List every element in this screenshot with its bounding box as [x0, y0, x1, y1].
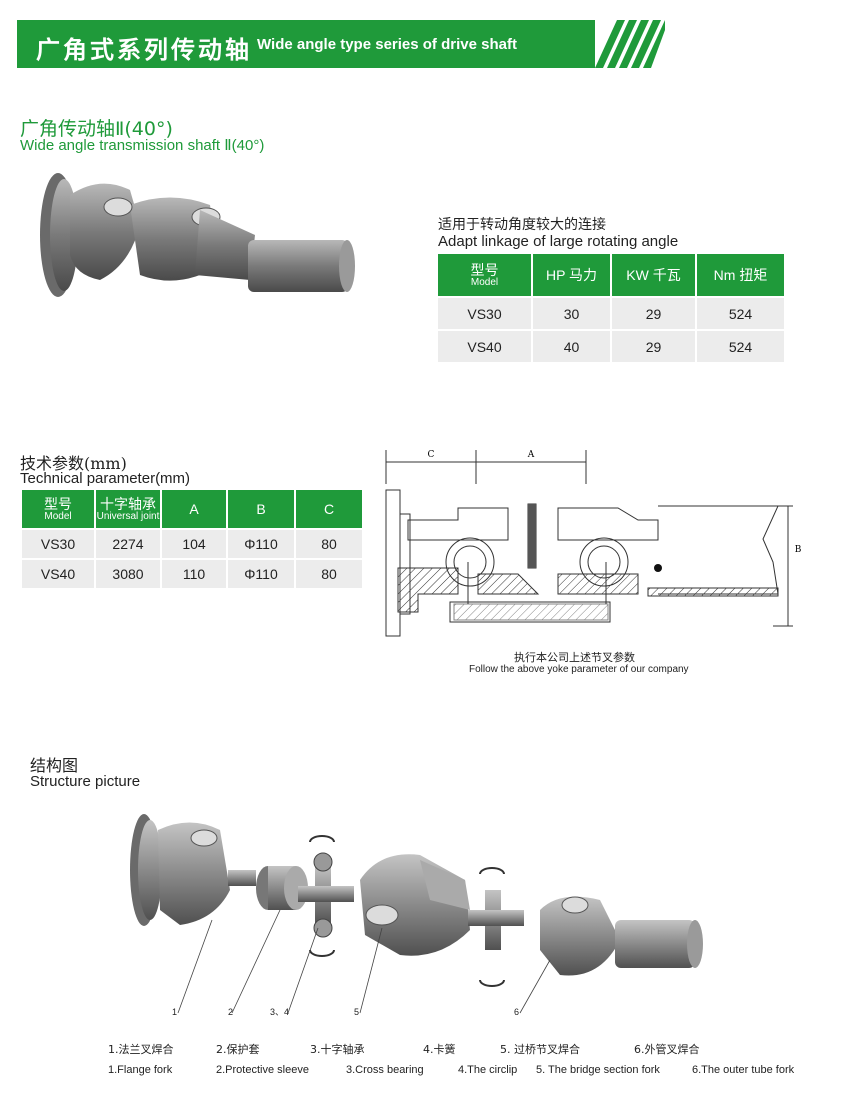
part-2-cn: 2.保护套	[216, 1043, 260, 1056]
drawing-caption-en: Follow the above yoke parameter of our c…	[469, 664, 689, 675]
part-6-cn: 6.外管叉焊合	[634, 1043, 700, 1056]
callout-1: 1	[172, 1007, 177, 1017]
callout-5: 5	[354, 1007, 359, 1017]
section1-note-en: Adapt linkage of large rotating angle	[438, 233, 679, 250]
table-cell: 40	[533, 331, 610, 362]
table-cell: 524	[697, 298, 784, 329]
part-3-cn: 3.十字轴承	[310, 1043, 365, 1056]
header-cell: A	[162, 490, 226, 528]
part-4-en: 4.The circlip	[458, 1064, 518, 1076]
section3-title-en: Structure picture	[30, 773, 141, 790]
banner-stripes-decoration	[595, 20, 665, 68]
drawing-caption-cn: 执行本公司上述节叉参数	[514, 651, 635, 664]
part-4-cn: 4.卡簧	[423, 1043, 456, 1056]
table-row: VS30 30 29 524	[438, 298, 784, 329]
header-cell: KW 千瓦	[612, 254, 695, 296]
dimension-b-label: B	[795, 545, 802, 555]
exploded-structure-picture: 1 2 3、4 5 6	[130, 814, 703, 1017]
table-row: VS40 40 29 524	[438, 331, 784, 362]
table-row: VS40 3080 110 Φ110 80	[22, 560, 362, 588]
section2-title-cn: 技术参数(mm)	[20, 454, 127, 473]
part-2-en: 2.Protective sleeve	[216, 1064, 309, 1076]
section1-note-cn: 适用于转动角度较大的连接	[438, 217, 606, 233]
table-cell: 2274	[96, 530, 160, 558]
table-cell: VS40	[22, 560, 94, 588]
table-cell: 30	[533, 298, 610, 329]
header-cell: Nm 扭矩	[697, 254, 784, 296]
part-1-cn: 1.法兰叉焊合	[108, 1043, 174, 1056]
header-title-cn: 广角式系列传动轴	[36, 36, 252, 64]
table-cell: Φ110	[228, 560, 294, 588]
section1-title-en: Wide angle transmission shaft Ⅱ(40°)	[20, 137, 265, 154]
section3-title-cn: 结构图	[30, 756, 79, 775]
table-cell: 80	[296, 530, 362, 558]
table-cell: 29	[612, 331, 695, 362]
dimension-c-label: C	[428, 450, 435, 460]
part-3-en: 3.Cross bearing	[346, 1064, 424, 1076]
header-title-en: Wide angle type series of drive shaft	[257, 36, 517, 53]
table-cell: 104	[162, 530, 226, 558]
part-1-en: 1.Flange fork	[108, 1064, 173, 1076]
table-cell: 110	[162, 560, 226, 588]
part-6-en: 6.The outer tube fork	[692, 1064, 795, 1076]
table-cell: 3080	[96, 560, 160, 588]
part-5-cn: 5. 过桥节叉焊合	[500, 1043, 580, 1056]
part-5-en: 5. The bridge section fork	[536, 1064, 660, 1076]
table-cell: 524	[697, 331, 784, 362]
callout-6: 6	[514, 1007, 519, 1017]
table-cell: VS30	[438, 298, 531, 329]
header-cell: B	[228, 490, 294, 528]
dimension-a-label: A	[527, 450, 535, 460]
callout-2: 2	[228, 1007, 233, 1017]
table-cell: VS40	[438, 331, 531, 362]
section1-title-cn: 广角传动轴Ⅱ(40°)	[20, 118, 173, 140]
header-cell: C	[296, 490, 362, 528]
callout-3-4: 3、4	[270, 1007, 289, 1017]
table-cell: 29	[612, 298, 695, 329]
table-cell: VS30	[22, 530, 94, 558]
table-row: VS30 2274 104 Φ110 80	[22, 530, 362, 558]
header-cell: HP 马力	[533, 254, 610, 296]
table-cell: Φ110	[228, 530, 294, 558]
wide-angle-shaft-photo	[40, 173, 355, 297]
header-banner	[17, 20, 595, 68]
technical-drawing: C A B	[385, 450, 802, 637]
section2-title-en: Technical parameter(mm)	[20, 470, 191, 487]
table-cell: 80	[296, 560, 362, 588]
